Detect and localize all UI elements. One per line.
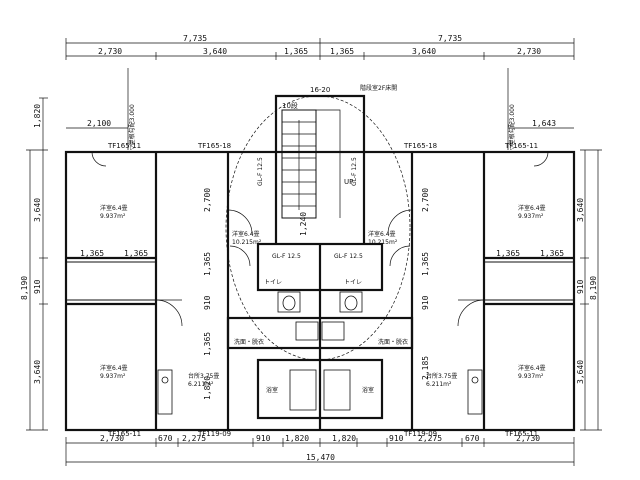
dim-top-seg: 2,730	[517, 47, 541, 56]
dim-top-half-left: 7,735	[183, 34, 207, 43]
room-name: 洋室6.4畳	[232, 230, 260, 238]
dim-left-seg: 3,640	[33, 198, 42, 222]
room-area: 9.937m²	[518, 213, 544, 220]
dim-inner: 2,700	[421, 188, 430, 212]
room-name: 洋室6.4畳	[368, 230, 396, 238]
dim-inner: 1,365	[203, 252, 212, 276]
dim-left-small: 1,820	[33, 104, 42, 128]
dim-inner: 910	[421, 295, 430, 310]
stair-label: 16-20	[310, 86, 330, 94]
stair-floor: 10段	[282, 101, 298, 110]
room-area: 6.211m²	[188, 381, 214, 388]
tf-label: TF119-09	[197, 430, 231, 438]
doors	[91, 151, 549, 327]
dim-inner: 1,365	[80, 249, 104, 258]
tf-label: TF165-11	[504, 142, 538, 150]
dim-bottom-seg: 2,275	[182, 434, 206, 443]
dim-left-seg: 910	[33, 279, 42, 294]
small-room: 浴室	[362, 386, 374, 394]
dim-bottom-seg: 1,820	[332, 434, 356, 443]
small-room: 浴室	[266, 386, 278, 394]
dim-inner: 1,365	[124, 249, 148, 258]
dim-inner: 2,100	[87, 119, 111, 128]
roof-note-right: ▽屋根勾配3.000	[508, 104, 516, 150]
room-area: 10.215m²	[232, 239, 262, 246]
bottom-dimension-lines	[65, 437, 575, 466]
tf-label: TF165-11	[504, 430, 538, 438]
dim-inner: 2,185	[421, 356, 430, 380]
staircase	[281, 109, 341, 219]
dim-bottom-total: 15,470	[306, 453, 335, 462]
dim-inner: 2,700	[203, 188, 212, 212]
small-room: トイレ	[344, 279, 362, 286]
room-area: 9.937m²	[100, 373, 126, 380]
right-dimension-lines	[580, 149, 602, 431]
dim-right-seg: 910	[576, 279, 585, 294]
dim-bottom-seg: 2,275	[418, 434, 442, 443]
dim-left-seg: 3,640	[33, 360, 42, 384]
room-area: 9.937m²	[518, 373, 544, 380]
dim-inner: 910	[203, 295, 212, 310]
dim-top-seg: 3,640	[412, 47, 436, 56]
room-area: 6.211m²	[426, 381, 452, 388]
dim-inner: 1,643	[532, 119, 556, 128]
fixtures	[157, 291, 483, 415]
small-room: トイレ	[264, 279, 282, 286]
dim-inner: 1,365	[421, 252, 430, 276]
ceiling-label: GL-F 12.5	[257, 157, 264, 186]
dim-inner: 1,365	[540, 249, 564, 258]
dashed-circle	[225, 95, 411, 361]
ceiling-label: GL-F 12.5	[334, 253, 363, 260]
top-dimension-lines	[65, 38, 575, 60]
small-room: 洗面・脱衣	[234, 338, 264, 346]
tf-label: TF165-11	[107, 142, 141, 150]
small-room: 洗面・脱衣	[378, 338, 408, 346]
dim-inner: 1,240	[299, 212, 308, 236]
interior-walls	[65, 152, 575, 430]
left-dimension-lines	[26, 97, 48, 431]
up-label: UP	[344, 178, 353, 186]
ceiling-label: GL-F 12.5	[272, 253, 301, 260]
dim-top-seg: 3,640	[203, 47, 227, 56]
room-name: 洋室6.4畳	[518, 364, 546, 372]
dim-bottom-seg: 910	[256, 434, 271, 443]
dim-top-half-right: 7,735	[438, 34, 462, 43]
room-area: 9.937m²	[100, 213, 126, 220]
dim-bottom-seg: 2,730	[100, 434, 124, 443]
room-area: 10.215m²	[368, 239, 398, 246]
dim-bottom-seg: 2,730	[516, 434, 540, 443]
dim-bottom-seg: 670	[158, 434, 173, 443]
tf-label: TF165-18	[197, 142, 231, 150]
tf-label: TF165-18	[403, 142, 437, 150]
dim-inner: 1,820	[203, 376, 212, 400]
dim-bottom-seg: 670	[465, 434, 480, 443]
dim-top-seg: 1,365	[330, 47, 354, 56]
dim-bottom-seg: 910	[389, 434, 404, 443]
dim-bottom-seg: 1,820	[285, 434, 309, 443]
room-name: 洋室6.4畳	[518, 204, 546, 212]
tf-label: TF165-11	[107, 430, 141, 438]
dim-right-total: 8,190	[589, 276, 598, 300]
dim-right-seg: 3,640	[576, 360, 585, 384]
dim-right-seg: 3,640	[576, 198, 585, 222]
room-name: 台所3.75畳	[426, 372, 457, 380]
room-name: 台所3.75畳	[188, 372, 219, 380]
dim-inner: 1,365	[203, 332, 212, 356]
ceiling-label: GL-F 12.5	[351, 157, 358, 186]
tf-label: TF119-09	[403, 430, 437, 438]
room-name: 洋室6.4畳	[100, 204, 128, 212]
roof-note-left: ▽屋根勾配3.000	[128, 104, 136, 150]
dim-left-total: 8,190	[20, 276, 29, 300]
dim-inner: 1,365	[496, 249, 520, 258]
dim-top-seg: 2,730	[98, 47, 122, 56]
dim-top-seg: 1,365	[284, 47, 308, 56]
room-name: 洋室6.4畳	[100, 364, 128, 372]
note-top: 階段室2F床開	[360, 84, 397, 92]
